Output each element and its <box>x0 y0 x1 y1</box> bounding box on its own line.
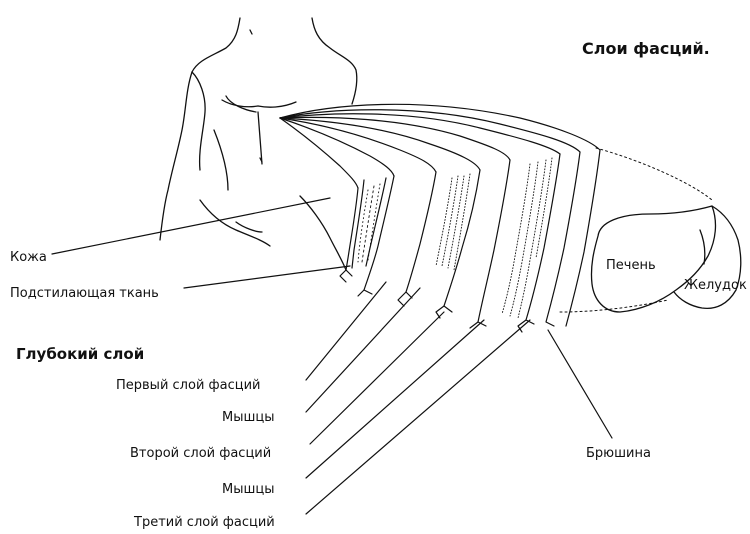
label-subcutaneous: Подстилающая ткань <box>10 286 159 301</box>
leader-muscles1 <box>306 288 420 412</box>
diagram-title: Слои фасций. <box>582 40 710 58</box>
torso-outline <box>160 18 357 270</box>
label-fascia3: Третий слой фасций <box>134 515 275 530</box>
leader-skin <box>52 198 330 254</box>
label-stomach: Желудок <box>684 278 747 293</box>
label-skin: Кожа <box>10 250 47 265</box>
leader-fascia1 <box>306 282 386 380</box>
label-liver: Печень <box>606 258 656 273</box>
leader-fascia2 <box>310 312 444 444</box>
leader-muscles2 <box>306 320 484 478</box>
label-muscles2: Мышцы <box>222 482 275 497</box>
leader-peritoneum <box>548 330 612 438</box>
label-fascia2: Вторoй слой фасций <box>130 446 271 461</box>
leader-subcutaneous <box>184 266 350 288</box>
layer-fan <box>280 104 600 332</box>
label-peritoneum: Брюшина <box>586 446 651 461</box>
label-fascia1: Первый слой фасций <box>116 378 261 393</box>
layer-textures <box>358 158 552 318</box>
leader-fascia3 <box>306 320 530 514</box>
deep-layer-heading: Глубокий слой <box>16 346 144 363</box>
label-muscles1: Мышцы <box>222 410 275 425</box>
